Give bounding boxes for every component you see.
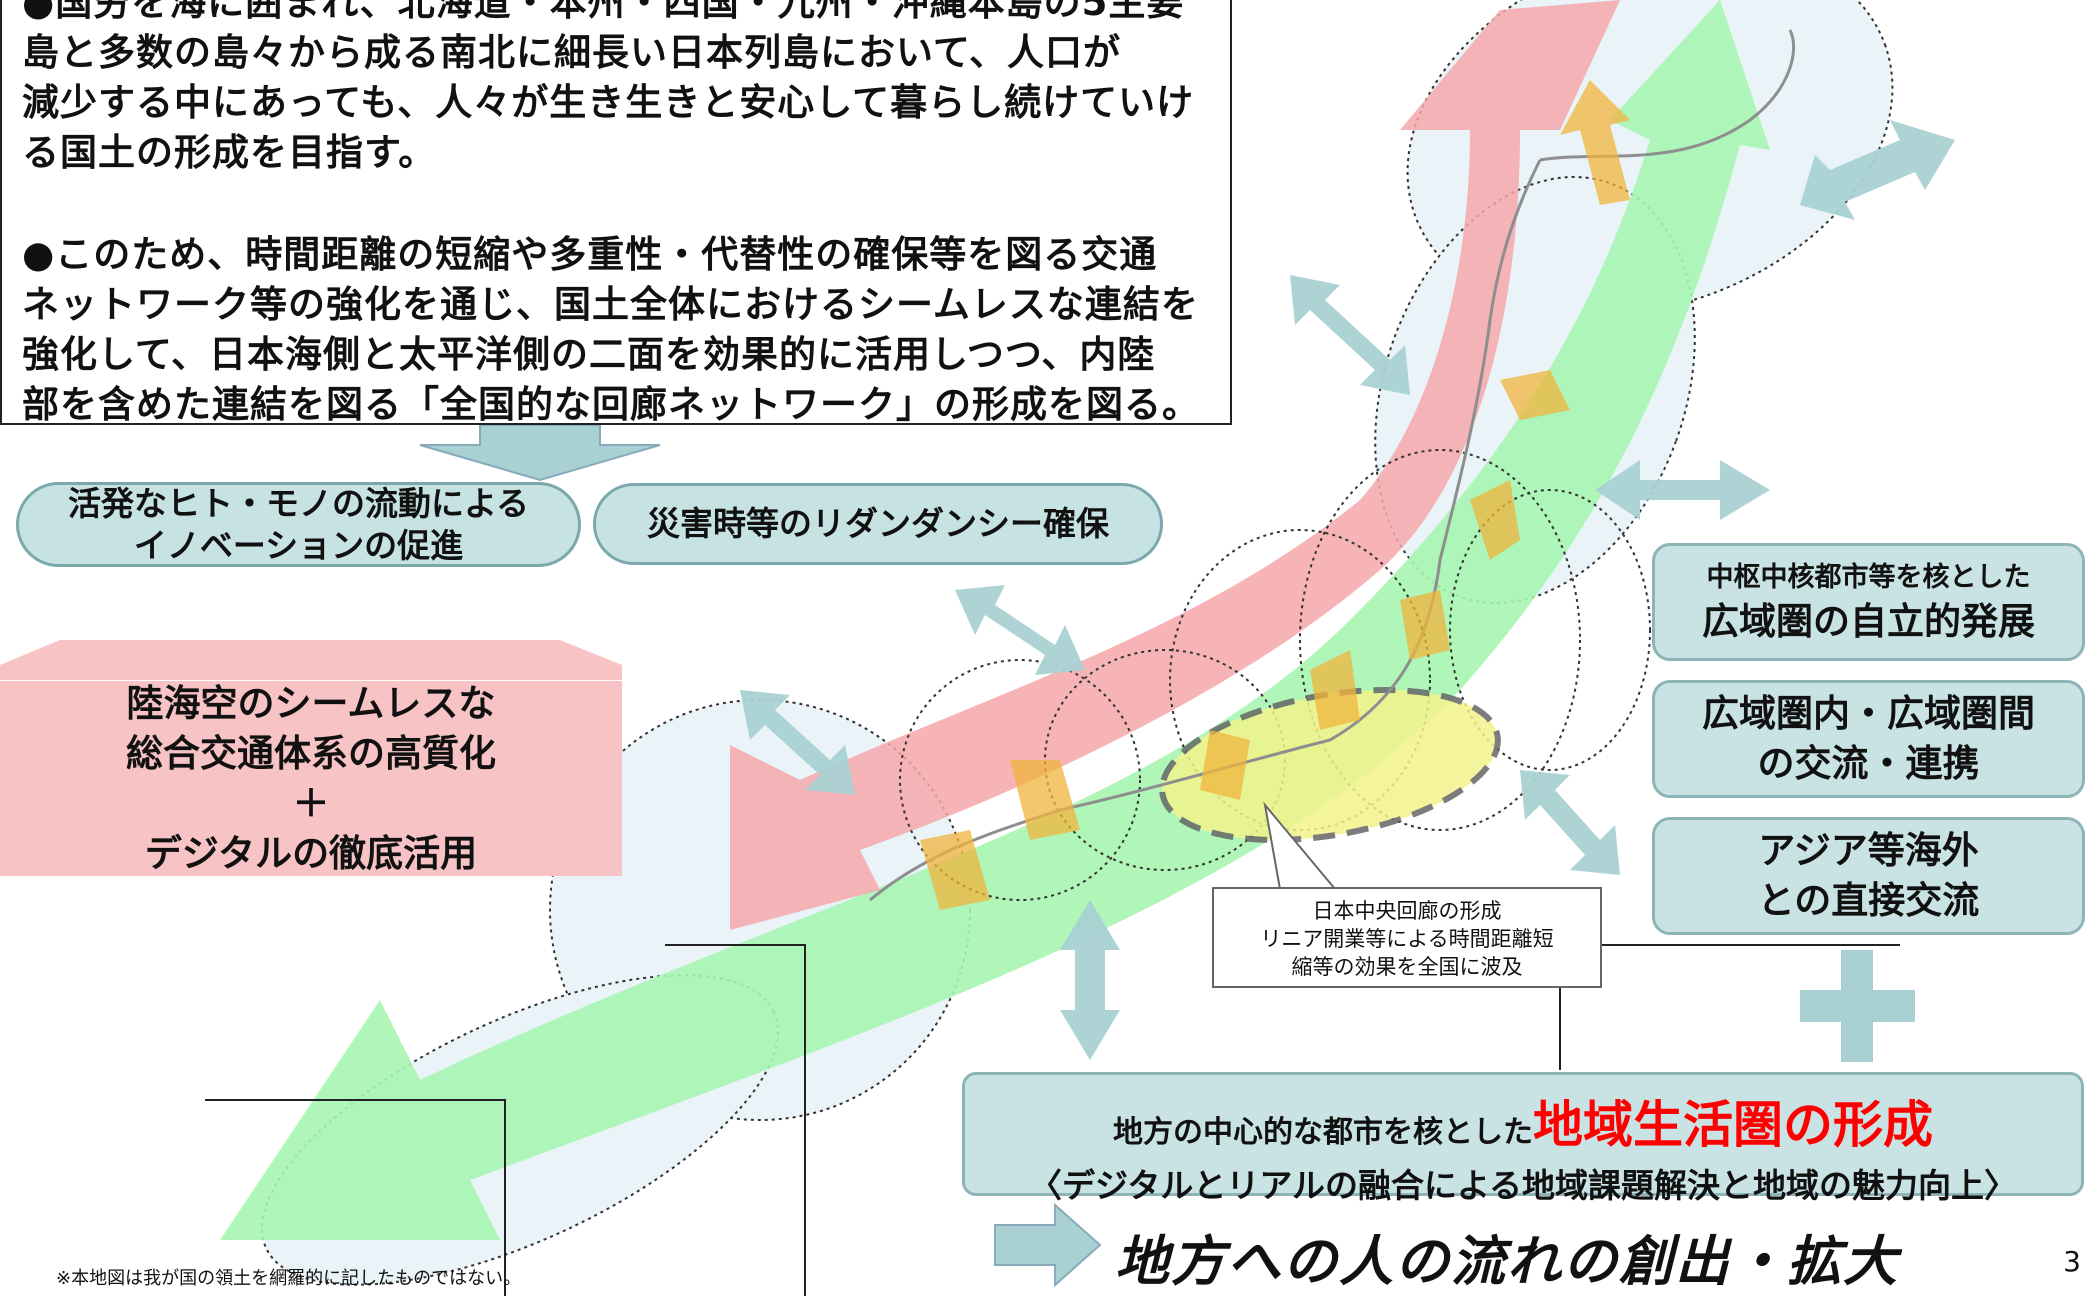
regional-life-sphere-box: 地方の中心的な都市を核とした地域生活圏の形成 〈デジタルとリアルの融合による地域…	[962, 1072, 2084, 1205]
intro-bold-text: 部を含めた連結を図る「全国的な回廊ネットワーク」の形成	[22, 383, 1048, 426]
callout-line: 日本中央回廊の形成	[1312, 899, 1502, 923]
bottom-title-line: 地方の中心的な都市を核とした地域生活圏の形成	[965, 1085, 2081, 1157]
transport-system-box: 陸海空のシームレスな 総合交通体系の高質化 ＋ デジタルの徹底活用	[0, 681, 622, 876]
teal-double-arrows	[740, 120, 1955, 1060]
down-arrow	[419, 424, 661, 482]
pink-line: 陸海空のシームレスな	[126, 681, 496, 725]
callout-line: 縮等の効果を全国に波及	[1291, 955, 1523, 979]
intro-line: 強化して、日本海側と太平洋側の二面を効果的に活用しつつ、内陸	[22, 330, 1230, 380]
innovation-pill: 活発なヒト・モノの流動による イノベーションの促進	[16, 482, 581, 567]
intro-line: ネットワーク等の強化を通じ、国土全体におけるシームレスな連結を	[22, 283, 1199, 326]
intro-line: る国土の形成を目指す。	[22, 131, 437, 174]
overseas-exchange-box: アジア等海外 との直接交流	[1652, 817, 2085, 935]
pacific-corridor-arrow	[220, 0, 1770, 1240]
intro-plain-text: を図る。	[1048, 383, 1200, 426]
arrow-northeast	[1800, 120, 1955, 220]
plus-text: ＋	[292, 781, 330, 825]
right-arrow-icon	[994, 1202, 1102, 1288]
arrow-east	[1595, 460, 1770, 520]
intro-line: 部を含めた連結を図る「全国的な回廊ネットワーク」の形成を図る。	[22, 380, 1230, 430]
intro-text-box: ●国労を海に囲まれ、北海道・本州・四国・九州・沖縄本島の5主要 島と多数の島々か…	[0, 0, 1232, 426]
intro-plain-text: 強化して、	[22, 333, 210, 376]
intro-bold-text: 日本海側と太平洋側の二面を効果的に活用しつつ、内陸	[209, 333, 1156, 376]
map-footnote: ※本地図は我が国の領土を網羅的に記したものではない。	[56, 1268, 522, 1289]
arrow-northwest	[1290, 275, 1410, 395]
bottom-prefix: 地方の中心的な都市を核とした	[1113, 1115, 1533, 1150]
japan-sea-corridor-arrow	[730, 0, 1620, 930]
exchange-box: 広域圏内・広域圏間 の交流・連携	[1652, 680, 2085, 798]
box-line: 広域圏内・広域圏間	[1702, 692, 2035, 735]
arrow-west-upper	[955, 585, 1085, 675]
arrow-west-lower	[740, 690, 855, 795]
intro-line: ●国労を海に囲まれ、北海道・本州・四国・九州・沖縄本島の5主要	[22, 0, 1185, 24]
redundancy-pill: 災害時等のリダンダンシー確保	[593, 483, 1163, 565]
plus-icon	[1800, 950, 1915, 1062]
box-small-text: 中枢中核都市等を核とした	[1706, 562, 2031, 593]
regional-autonomy-box: 中枢中核都市等を核とした 広域圏の自立的発展	[1652, 543, 2085, 661]
pink-arrow-head	[0, 640, 622, 680]
arrow-south	[1060, 900, 1120, 1060]
bottom-subline: 〈デジタルとリアルの融合による地域課題解決と地域の魅力向上〉	[1028, 1166, 2018, 1205]
orange-connectors	[920, 80, 1630, 910]
intro-line: 減少する中にあっても、人々が生き生きと安心して暮らし続けていけ	[22, 81, 1195, 124]
slogan: 地方への人の流れの創出・拡大	[1115, 1230, 1899, 1293]
page-number: 3	[2063, 1245, 2081, 1278]
pink-line: 総合交通体系の高質化	[126, 731, 496, 775]
callout-pointer	[1263, 801, 1338, 890]
box-line: との直接交流	[1757, 879, 1980, 922]
pill-text: 災害時等のリダンダンシー確保	[647, 504, 1109, 543]
bottom-highlight: 地域生活圏の形成	[1533, 1096, 1933, 1154]
box-line: アジア等海外	[1758, 829, 1979, 872]
box-line: の交流・連携	[1757, 742, 1980, 785]
pill-line: 活発なヒト・モノの流動による	[67, 483, 529, 523]
arrow-southeast	[1520, 770, 1620, 875]
pink-line: デジタルの徹底活用	[144, 831, 478, 875]
intro-line: ●このため、時間距離の短縮や多重性・代替性の確保等を図る交通	[22, 233, 1158, 276]
box-large-text: 広域圏の自立的発展	[1702, 600, 2035, 643]
callout-line: リニア開業等による時間距離短	[1260, 927, 1554, 951]
pill-line: イノベーションの促進	[133, 525, 464, 565]
central-corridor-callout: 日本中央回廊の形成 リニア開業等による時間距離短 縮等の効果を全国に波及	[1212, 887, 1602, 988]
intro-line: 島と多数の島々から成る南北に細長い日本列島において、人口が	[22, 31, 1122, 74]
